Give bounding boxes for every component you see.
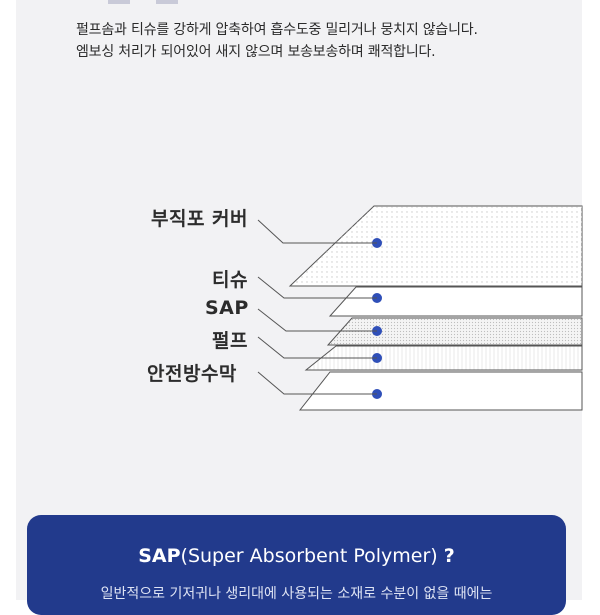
tab-indicator bbox=[156, 0, 178, 4]
sap-title-rest: (Super Absorbent Polymer) bbox=[180, 545, 438, 567]
sap-info-box: SAP(Super Absorbent Polymer) ? 일반적으로 기저귀… bbox=[27, 515, 566, 615]
label-pulp: 펄프 bbox=[212, 330, 248, 352]
layer-waterproof bbox=[298, 371, 583, 411]
layer-cover bbox=[288, 205, 583, 287]
sap-info-body: 일반적으로 기저귀나 생리대에 사용되는 소재로 수분이 없을 때에는 bbox=[100, 586, 493, 602]
label-waterproof: 안전방수막 bbox=[147, 363, 237, 385]
tab-indicator bbox=[108, 0, 130, 4]
question-mark: ? bbox=[443, 545, 455, 567]
sap-title-bold: SAP bbox=[138, 545, 181, 567]
layer-diagram bbox=[257, 205, 583, 411]
layer-sap bbox=[326, 317, 583, 346]
top-tab-indicators bbox=[108, 0, 188, 4]
label-sap: SAP bbox=[205, 297, 249, 319]
label-tissue: 티슈 bbox=[212, 269, 248, 291]
leader-lines bbox=[257, 219, 377, 395]
intro-line: 엠보싱 처리가 되어있어 새지 않으며 보송보송하며 쾌적합니다. bbox=[76, 44, 436, 60]
label-cover: 부직포 커버 bbox=[151, 208, 249, 230]
layer-tissue bbox=[328, 286, 583, 317]
sap-info-title: SAP(Super Absorbent Polymer) ? bbox=[27, 545, 566, 567]
intro-line: 펄프솜과 티슈를 강하게 압축하여 흡수도중 밀리거나 뭉치지 않습니다. bbox=[76, 22, 478, 38]
layer-pulp bbox=[304, 345, 583, 371]
intro-text: 펄프솜과 티슈를 강하게 압축하여 흡수도중 밀리거나 뭉치지 않습니다. 엠보… bbox=[76, 19, 546, 63]
